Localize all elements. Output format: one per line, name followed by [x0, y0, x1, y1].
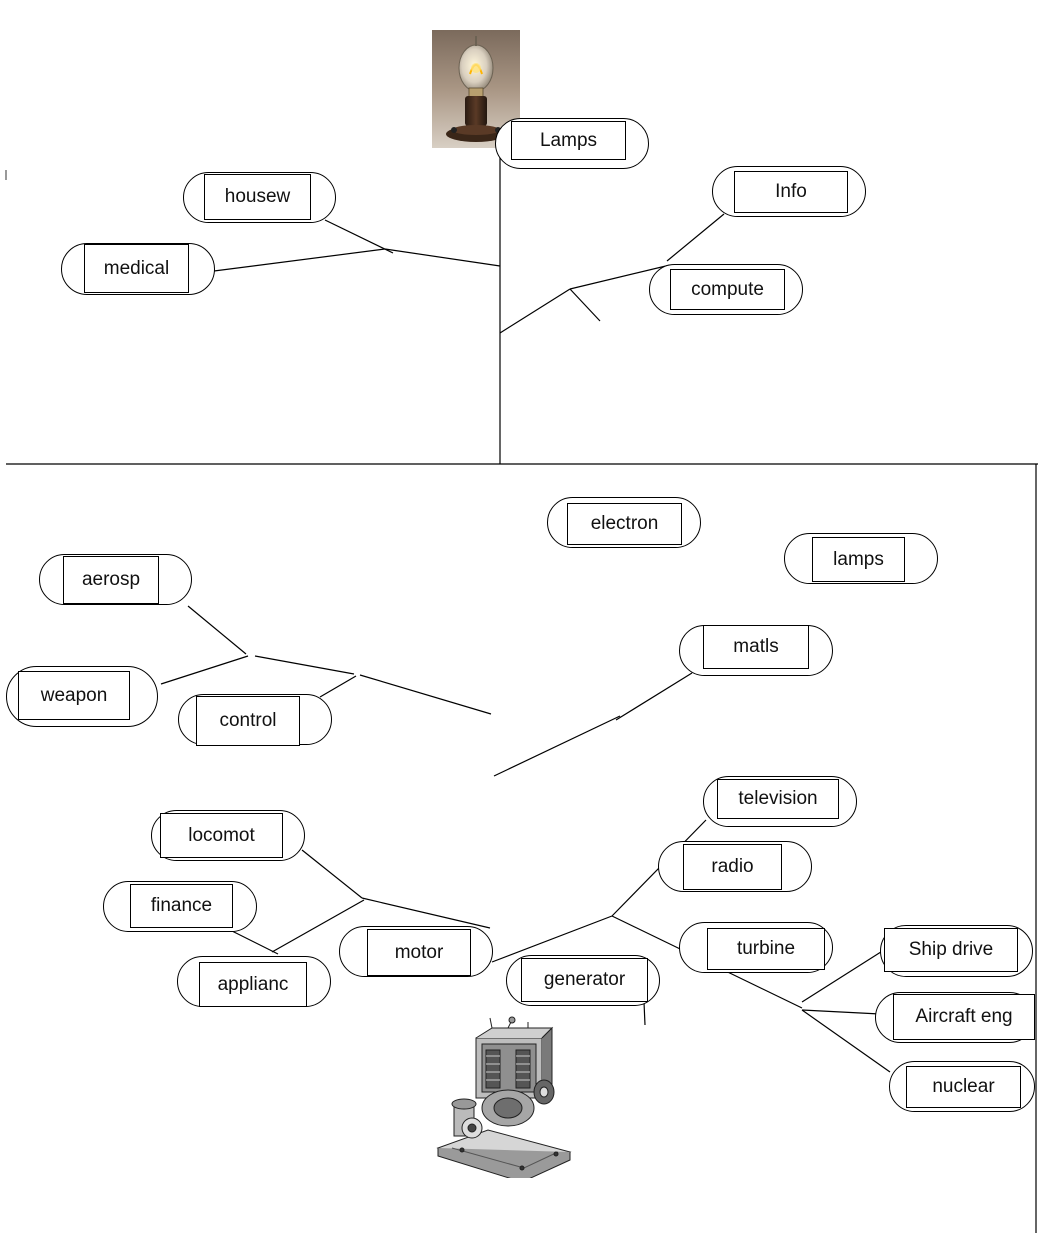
node-finance-label: finance	[130, 884, 233, 928]
branch-line	[615, 672, 693, 721]
branch-line	[301, 849, 363, 899]
node-television-label: television	[717, 779, 839, 819]
branch-line	[384, 248, 501, 267]
branch-line	[254, 655, 355, 675]
node-weapon-label: weapon	[18, 671, 130, 720]
branch-line	[801, 1009, 881, 1015]
node-lamps-top-label: Lamps	[511, 121, 626, 160]
branch-line	[801, 949, 885, 1003]
dynamo-image	[432, 1016, 574, 1183]
node-aerosp-label: aerosp	[63, 556, 159, 604]
branch-line	[643, 1001, 646, 1026]
branch-line	[493, 715, 621, 777]
branch-line	[801, 1009, 891, 1073]
node-electron-label: electron	[567, 503, 682, 545]
node-locomot-label: locomot	[160, 813, 283, 858]
branch-line	[213, 248, 386, 272]
node-generator-label: generator	[521, 958, 648, 1002]
node-medical-label: medical	[84, 244, 189, 293]
branch-line	[499, 288, 571, 334]
branch-line	[569, 288, 601, 322]
branch-line	[359, 674, 492, 715]
branch-line	[160, 655, 249, 685]
node-info-label: Info	[734, 171, 848, 213]
branch-line	[324, 219, 394, 254]
node-compute-label: compute	[670, 269, 785, 310]
node-lamps-label: lamps	[812, 537, 905, 582]
node-applianc-label: applianc	[199, 962, 307, 1007]
branch-line	[666, 213, 725, 262]
electric-generator-dynamo-icon	[436, 1016, 572, 1183]
branch-line	[271, 899, 365, 953]
node-housew-label: housew	[204, 174, 311, 220]
node-matls-label: matls	[703, 625, 809, 669]
node-radio-label: radio	[683, 844, 782, 890]
branch-line	[319, 675, 357, 698]
branch-line	[569, 264, 671, 290]
node-turbine-label: turbine	[707, 928, 825, 970]
node-motor-label: motor	[367, 929, 471, 976]
branch-line	[491, 915, 613, 963]
branch-line	[187, 605, 247, 655]
node-control-label: control	[196, 696, 300, 746]
branch-line	[229, 929, 279, 955]
node-nuclear-label: nuclear	[906, 1066, 1021, 1108]
node-ship-drive-label: Ship drive	[884, 928, 1018, 972]
node-aircraft-eng-label: Aircraft eng	[893, 994, 1035, 1040]
edison-light-bulb-icon	[432, 30, 520, 148]
branch-line	[361, 897, 491, 929]
light-bulb-image	[432, 30, 520, 148]
